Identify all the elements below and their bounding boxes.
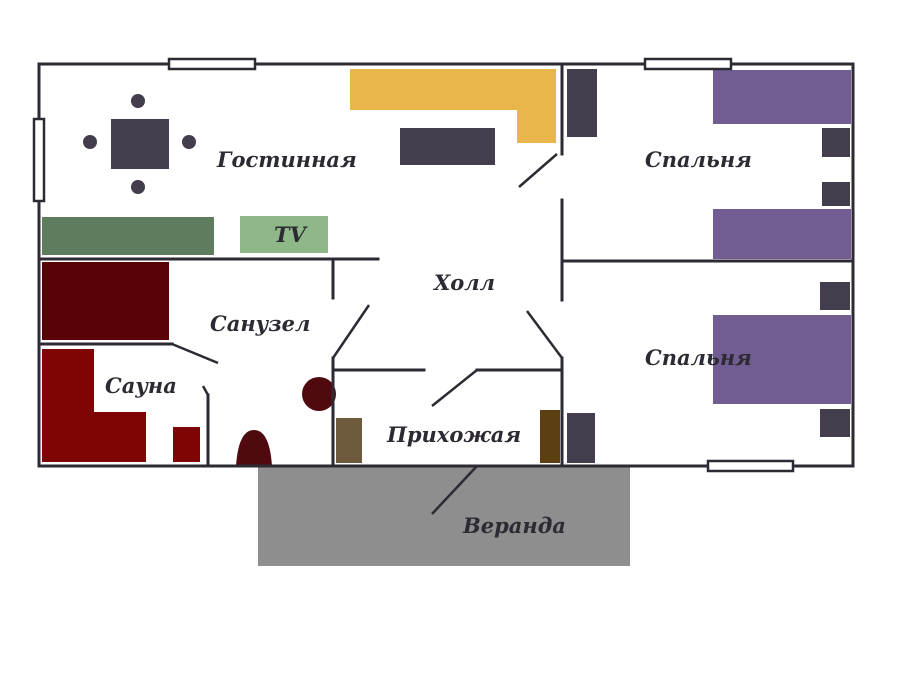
sauna-label: Сауна: [105, 373, 177, 398]
bedroom-top-label: Спальня: [645, 147, 752, 172]
nightstand: [822, 182, 850, 206]
dining-chair: [83, 135, 97, 149]
interior-walls: [37, 62, 855, 468]
bathroom-toilet: [236, 430, 272, 466]
bed: [713, 315, 851, 404]
dining-chair: [182, 135, 196, 149]
kitchen-counter: [350, 69, 556, 143]
tv-label: TV: [274, 222, 309, 247]
window: [167, 57, 257, 71]
window: [32, 117, 46, 203]
bedroom-top-wardrobe: [567, 69, 597, 137]
nightstand: [822, 128, 850, 157]
window: [706, 459, 795, 473]
veranda-area: [258, 466, 630, 566]
sauna-stove: [42, 262, 169, 340]
nightstand: [820, 282, 850, 310]
sauna-bench: [42, 349, 146, 462]
bathroom-label: Санузел: [210, 311, 310, 336]
sofa: [42, 217, 214, 255]
bathroom-sink: [302, 377, 336, 411]
sauna-block: [173, 427, 200, 462]
bed: [713, 209, 851, 259]
dining-table: [111, 119, 169, 169]
entry-hall-label: Прихожая: [386, 422, 521, 447]
entry-wardrobe-right: [540, 410, 560, 463]
dining-chair: [131, 180, 145, 194]
bedroom-bottom-label: Спальня: [645, 345, 752, 370]
living-room-cabinet: [400, 128, 495, 165]
window: [643, 57, 733, 71]
tv-stand: [240, 216, 328, 253]
entry-wardrobe-left: [336, 418, 362, 463]
dining-chair: [131, 94, 145, 108]
nightstand: [820, 409, 850, 437]
living-room-label: Гостинная: [216, 147, 357, 172]
doors: [171, 153, 564, 515]
veranda-label: Веранда: [462, 513, 566, 538]
bed: [713, 70, 851, 124]
bedroom-bottom-wardrobe: [567, 413, 595, 463]
hall-label: Холл: [432, 270, 495, 295]
